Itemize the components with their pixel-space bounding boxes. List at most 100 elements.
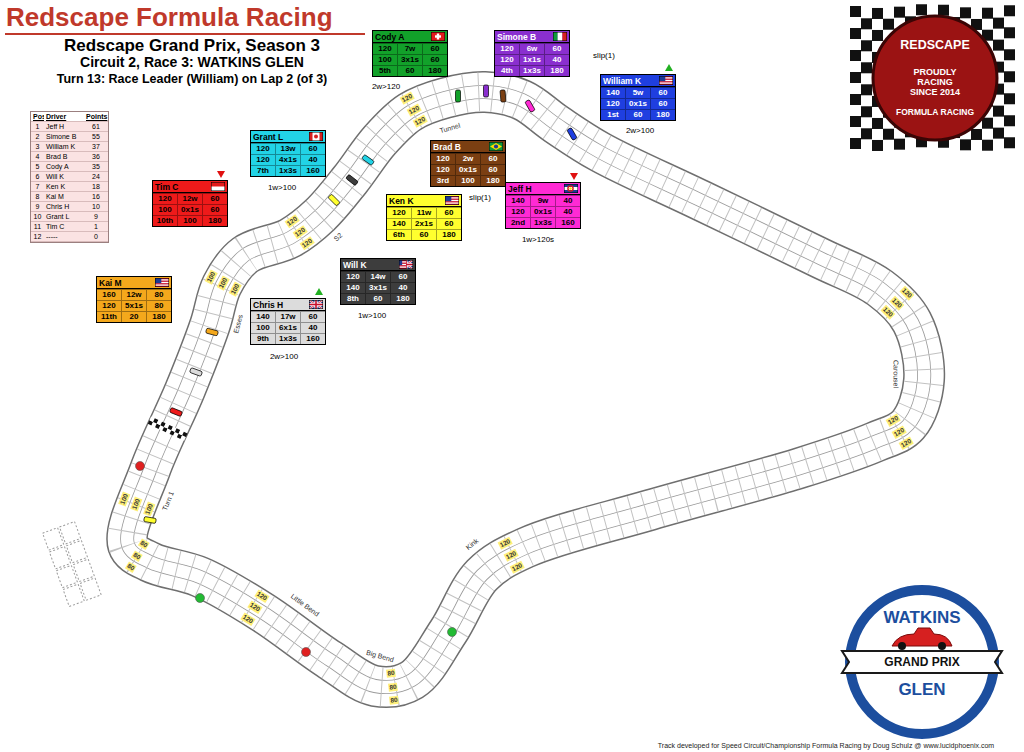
stat-cell: 140	[251, 311, 276, 322]
stat-cell: 60	[437, 207, 461, 218]
stat-cell: 4th	[495, 65, 520, 76]
flag-icon	[399, 260, 413, 269]
flag-part	[309, 300, 323, 309]
stat-cell: 160	[97, 289, 122, 300]
move-note: 1w>100	[267, 184, 297, 192]
flag-edge	[155, 278, 169, 287]
track-name: Turn 1	[161, 489, 176, 512]
marker-dot	[302, 648, 311, 657]
table-cell: 61	[84, 122, 108, 132]
car-icon	[567, 128, 577, 141]
card-stats: 1206w601201x1s404th1x3s180	[495, 43, 569, 76]
card-header: Cody A	[373, 31, 447, 43]
flag-part	[431, 32, 445, 41]
stat-cell: 120	[431, 164, 456, 175]
flag-square	[993, 40, 1004, 51]
flag-edge	[309, 300, 323, 309]
flag-square	[960, 139, 971, 150]
title-rule	[5, 33, 365, 35]
stat-cell: 40	[301, 322, 325, 333]
move-note: 1w>120s	[521, 236, 555, 244]
stat-cell: 120	[495, 43, 520, 54]
corner-speed: 120	[292, 225, 307, 239]
logo-text: GLEN	[898, 681, 945, 699]
driver-name: Will K	[343, 260, 367, 270]
subtitle: Turn 13: Race Leader (William) on Lap 2 …	[57, 73, 328, 86]
table-cell: 12	[31, 232, 44, 242]
flag-square	[861, 84, 872, 95]
stat-cell: 13w	[276, 143, 301, 154]
table-cell: William K	[44, 142, 84, 152]
table-cell: 18	[84, 182, 108, 192]
stat-cell: 100	[153, 204, 178, 215]
flag-square	[993, 106, 1004, 117]
driver-name: Kai M	[99, 278, 122, 288]
corner-speed: 100	[143, 501, 155, 516]
flag-square	[850, 50, 861, 61]
driver-name: Simone B	[497, 32, 536, 42]
stat-cell: 180	[147, 311, 171, 322]
position-change-marker	[665, 64, 673, 71]
flag-part	[568, 186, 573, 191]
race-cars	[144, 85, 578, 524]
stat-cell: 17w	[276, 311, 301, 322]
stat-cell: 160	[301, 333, 325, 344]
car-icon	[484, 85, 489, 97]
corner-speed: 120	[509, 560, 524, 572]
track-name: S2	[331, 231, 343, 243]
flag-square	[993, 128, 1004, 139]
stat-cell: 160	[301, 165, 325, 176]
corner-speed: 120	[899, 286, 913, 300]
stat-cell: 80	[147, 300, 171, 311]
stat-cell: 180	[391, 293, 415, 304]
flag-edge	[553, 32, 567, 41]
driver-card: Tim C12012w601000x1s6010th100180	[152, 180, 228, 227]
flag-icon	[309, 300, 323, 309]
stat-cell: 60	[481, 153, 505, 164]
stat-cell: 9th	[251, 333, 276, 344]
card-stats: 1207w601003x1s605th60180	[373, 43, 447, 76]
stat-cell: 60	[545, 43, 569, 54]
flag-square	[993, 18, 1004, 29]
flag-square	[883, 19, 894, 30]
table-cell: 36	[84, 152, 108, 162]
stat-cell: 3rd	[431, 175, 456, 186]
stat-cell: 60	[301, 143, 325, 154]
checker-square	[182, 432, 187, 437]
stat-cell: 120	[601, 98, 626, 109]
table-cell: 9	[84, 212, 108, 222]
stat-cell: 140	[387, 218, 412, 229]
logo-text: FORMULA RACING	[896, 108, 974, 118]
card-header: Jeff H	[506, 183, 580, 195]
card-header: Chris H	[251, 299, 325, 311]
corner-speed: 120	[892, 426, 907, 439]
table-cell: Kai M	[44, 192, 84, 202]
flag-part	[399, 260, 413, 269]
stat-cell: 6w	[520, 43, 545, 54]
subtitle: Redscape Grand Prix, Season 3	[64, 37, 320, 54]
stat-cell: 40	[301, 154, 325, 165]
stat-cell: 5x1s	[122, 300, 147, 311]
table-cell: Points	[84, 112, 108, 122]
stat-cell: 5w	[626, 87, 651, 98]
stat-cell: 8th	[341, 293, 366, 304]
logo-disc	[873, 16, 997, 140]
track-surface	[127, 92, 924, 687]
corner-speed: 80	[132, 550, 144, 561]
car-icon	[525, 100, 535, 113]
car-icon	[500, 90, 506, 102]
position-change-marker	[315, 288, 323, 295]
table-cell: 4	[31, 152, 44, 162]
flag-icon	[489, 142, 503, 151]
flag-square	[916, 4, 927, 15]
driver-card: Brad B1202w601200x1s603rd100180	[430, 140, 506, 187]
corner-speed: 120	[503, 548, 518, 560]
stat-cell: 40	[556, 195, 580, 206]
table-cell: 7	[31, 182, 44, 192]
flag-part	[562, 32, 567, 41]
start-line	[148, 417, 188, 441]
flag-square	[1004, 93, 1015, 104]
stat-cell: 7th	[251, 165, 276, 176]
card-stats: 1409w401200x1s402nd1x3s160	[506, 195, 580, 228]
